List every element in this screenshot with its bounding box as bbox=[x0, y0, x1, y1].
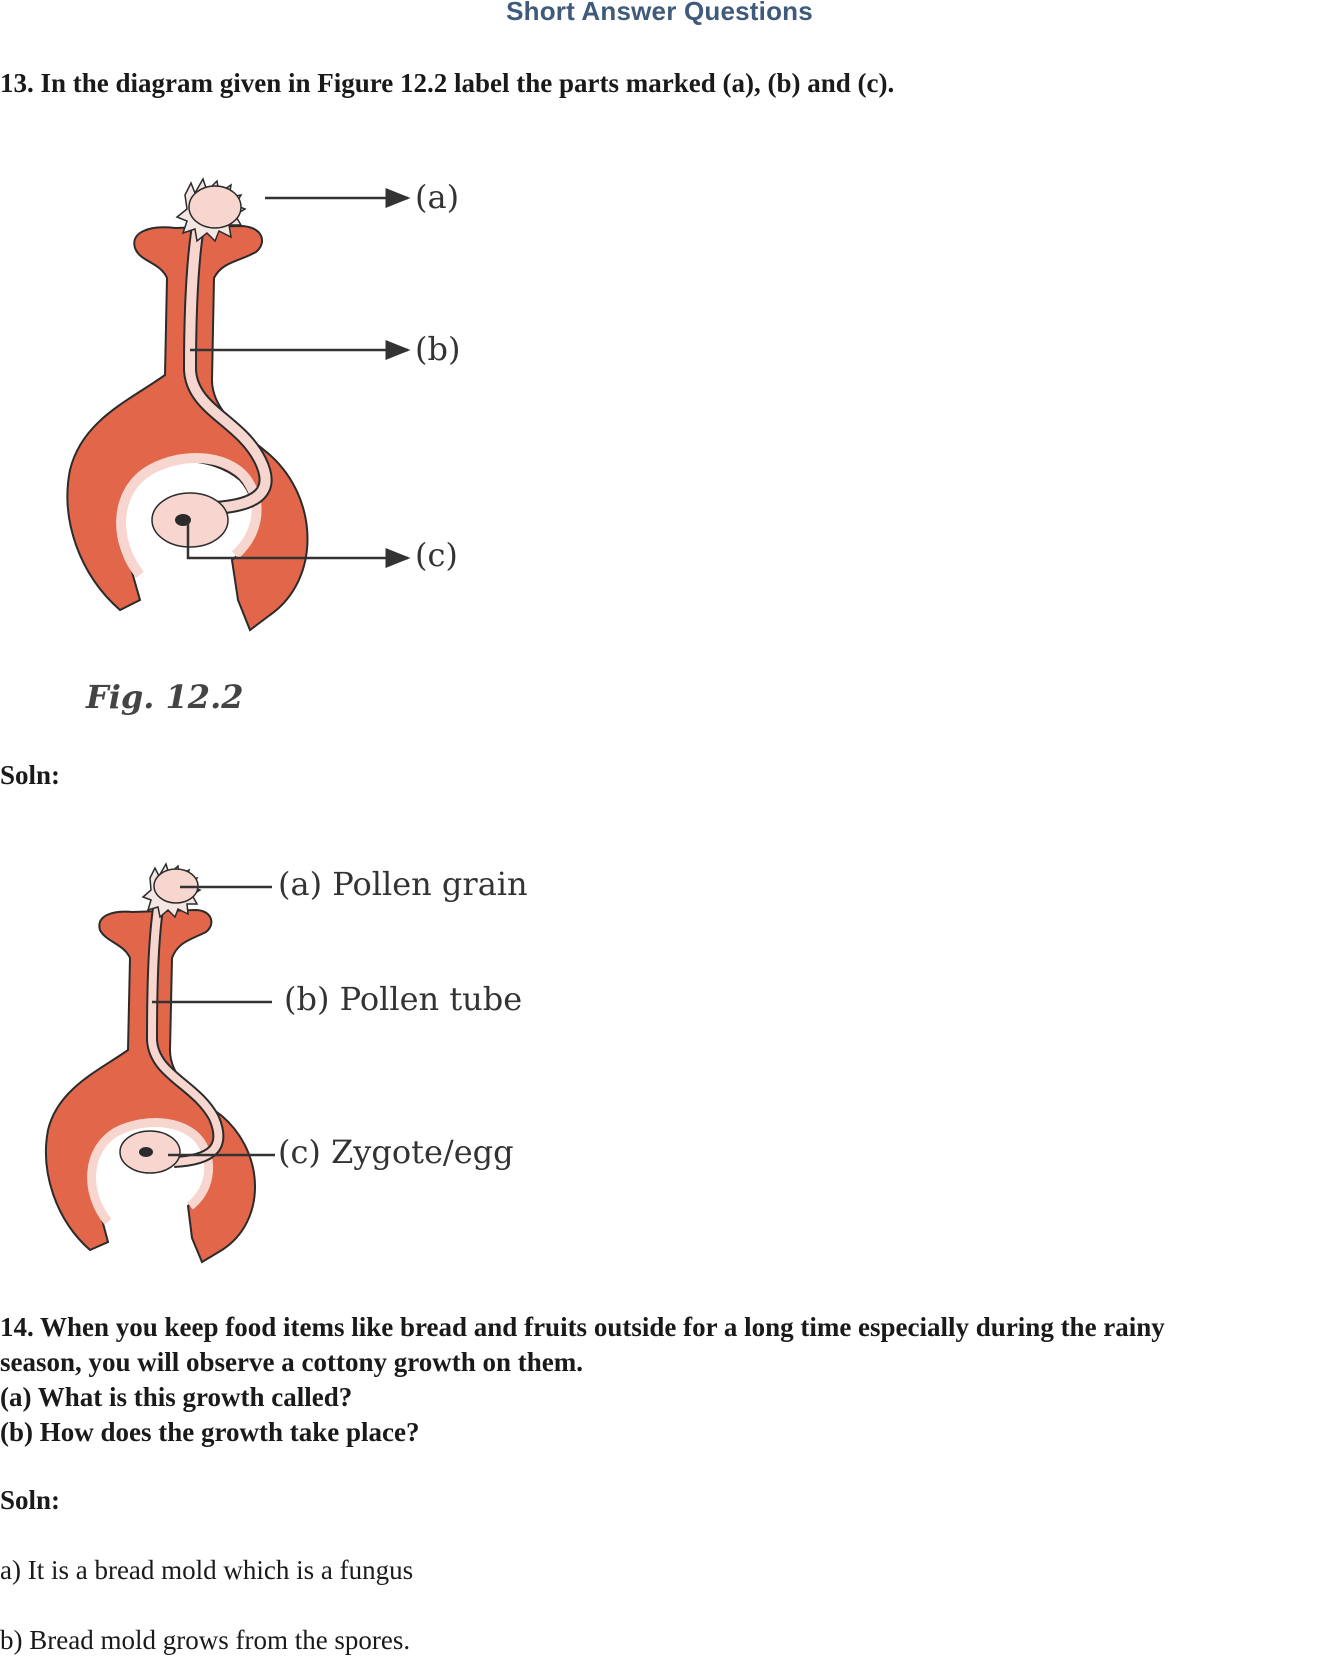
label-b: (b) bbox=[415, 330, 461, 368]
label-a: (a) bbox=[415, 178, 460, 216]
question-14-part-a: (a) What is this growth called? bbox=[0, 1382, 353, 1412]
answer-14-a: a) It is a bread mold which is a fungus bbox=[0, 1555, 414, 1585]
soln-label-14: Soln: bbox=[0, 1485, 61, 1515]
question-13: 13. In the diagram given in Figure 12.2 … bbox=[0, 68, 895, 98]
section-heading: Short Answer Questions bbox=[506, 0, 813, 26]
answer-14-b: b) Bread mold grows from the spores. bbox=[0, 1625, 411, 1655]
figure-caption: Fig. 12.2 bbox=[86, 678, 244, 716]
question-14-part-b: (b) How does the growth take place? bbox=[0, 1417, 420, 1447]
soln-label-13: Soln: bbox=[0, 760, 61, 790]
question-14-line-1: 14. When you keep food items like bread … bbox=[0, 1312, 1165, 1342]
label-c: (c) bbox=[415, 536, 458, 574]
question-14-line-2: season, you will observe a cottony growt… bbox=[0, 1347, 583, 1377]
answer-label-zygote: (c) Zygote/egg bbox=[278, 1133, 514, 1171]
answer-label-pollen-grain: (a) Pollen grain bbox=[278, 865, 528, 903]
answer-label-pollen-tube: (b) Pollen tube bbox=[284, 980, 523, 1018]
